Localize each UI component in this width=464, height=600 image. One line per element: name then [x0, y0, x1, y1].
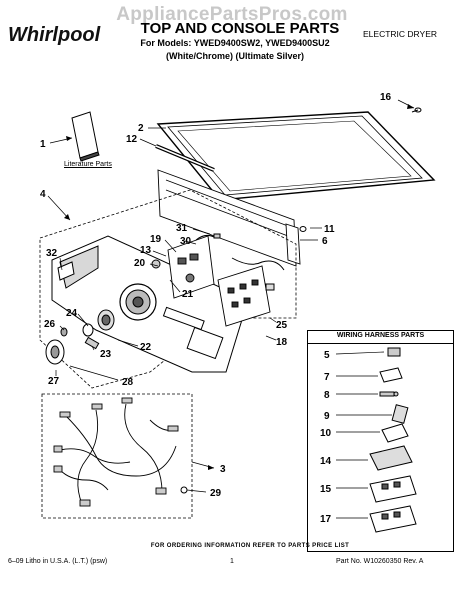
watermark: AppliancePartsPros.com [116, 4, 348, 25]
callout-31: 31 [176, 223, 188, 234]
wiring-callout-7: 7 [324, 372, 330, 383]
callout-32: 32 [46, 248, 58, 259]
callout-16: 16 [380, 92, 392, 103]
knob-20-icon [151, 259, 161, 269]
wiring-harness-title: WIRING HARNESS PARTS [336, 332, 425, 339]
main-harness-outline [41, 393, 193, 519]
wiring-harness-box [307, 330, 454, 552]
knob-22-icon [97, 309, 115, 331]
callout-labels: 1 2 12 16 4 31 30 19 13 20 21 11 6 32 25… [40, 92, 392, 525]
wiring-callout-17: 17 [320, 514, 332, 525]
literature-parts-label: Literature Parts [64, 161, 112, 168]
callout-6: 6 [322, 236, 328, 247]
leader-lines [47, 99, 415, 519]
callout-25: 25 [276, 320, 288, 331]
callout-23: 23 [100, 349, 112, 360]
top-gasket [155, 144, 215, 172]
whirlpool-logo: Whirlpool [8, 24, 101, 46]
ordering-note: FOR ORDERING INFORMATION REFER TO PARTS … [150, 543, 350, 549]
literature-booklet-icon [71, 111, 100, 162]
callout-19: 19 [150, 234, 162, 245]
part-number: Part No. W10260350 Rev. A [336, 558, 424, 565]
harness-25-icon [231, 257, 285, 291]
wiring-callout-10: 10 [320, 428, 332, 439]
wiring-harness-divider [307, 343, 454, 344]
wiring-callout-9: 9 [324, 411, 330, 422]
callout-20: 20 [134, 258, 146, 269]
bracket-32-icon [57, 261, 75, 281]
screw-11-icon [299, 226, 307, 232]
callout-28: 28 [122, 377, 134, 388]
spring-23-icon [84, 336, 100, 350]
wire-connector-30-icon [195, 233, 221, 241]
screw-16-icon [411, 107, 422, 113]
callout-11: 11 [324, 224, 335, 235]
callout-27: 27 [48, 376, 60, 387]
callout-22: 22 [140, 342, 152, 353]
callout-29: 29 [210, 488, 222, 499]
callout-30: 30 [180, 236, 192, 247]
terminal-8-icon [379, 391, 399, 397]
wiring-callout-5: 5 [324, 350, 330, 361]
finish-colors: (White/Chrome) (Ultimate Silver) [165, 51, 304, 61]
callout-26: 26 [44, 319, 56, 330]
model-numbers: For Models: YWED9400SW2, YWED9400SU2 [140, 38, 330, 48]
wiring-callout-15: 15 [320, 484, 332, 495]
dryer-top-panel [156, 111, 436, 201]
knob-26-icon [60, 327, 68, 337]
wire-tie-29-icon [180, 486, 188, 494]
connector-7-icon [379, 367, 403, 383]
callout-24: 24 [66, 308, 78, 319]
litho-info: 6–09 Litho in U.S.A. (L.T.) (psw) [8, 558, 108, 565]
cycle-knob-assembly [119, 283, 157, 321]
connector-5-icon [387, 347, 401, 357]
connector-10-icon [381, 423, 409, 443]
connector-9-icon [391, 404, 409, 424]
callout-13: 13 [140, 245, 152, 256]
knob-24-icon [82, 323, 94, 337]
callout-18: 18 [276, 337, 288, 348]
callout-12: 12 [126, 134, 138, 145]
connector-17-icon [369, 505, 417, 533]
page-number: 1 [230, 558, 234, 565]
wiring-callout-8: 8 [324, 390, 330, 401]
knob-27-icon [45, 339, 65, 365]
main-wire-harness [53, 397, 179, 507]
console-back-rail [157, 169, 301, 267]
callout-4: 4 [40, 189, 46, 200]
connector-15-icon [369, 475, 417, 503]
wiring-callout-14: 14 [320, 456, 332, 467]
page-title: TOP AND CONSOLE PARTS [140, 20, 340, 37]
connector-14-icon [369, 445, 413, 471]
callout-1: 1 [40, 139, 46, 150]
callout-2: 2 [138, 123, 144, 134]
callout-21: 21 [182, 289, 194, 300]
callout-3: 3 [220, 464, 226, 475]
leader-arrowheads [64, 104, 414, 470]
product-type: ELECTRIC DRYER [363, 29, 437, 39]
user-interface-board [217, 265, 271, 327]
